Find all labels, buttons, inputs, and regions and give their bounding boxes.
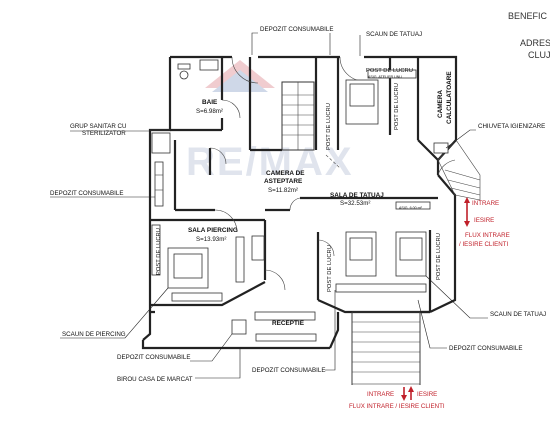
sink-icon [433, 142, 449, 154]
room-baie-area: S=6.98m² [196, 108, 223, 115]
reception-desk [254, 311, 316, 321]
arrow-bottom-down-icon [401, 387, 407, 401]
room-camera-calculatoare-2: CALCULATOARE [446, 71, 453, 124]
callout-scaun-tatuaj-top: SCAUN DE TATUAJ [359, 31, 422, 56]
stairs-bottom [351, 311, 421, 385]
callout-scaun-tatuaj-right: SCAUN DE TATUAJ [425, 275, 546, 319]
room-camera-asteptare-1: CAMERA DE [266, 170, 305, 177]
room-camera-calculatoare-1: CAMERA [437, 90, 444, 118]
post-lucru-5: POST DE LUCRU [327, 245, 333, 292]
flow-bottom-flux: FLUX INTRARE / IESIRE CLIENTI [349, 403, 445, 410]
callout-depozit-bottom-right: DEPOZIT CONSUMABILE [417, 299, 522, 352]
watermark-text: RE/MAX [186, 140, 354, 184]
flow-bottom-intrare: INTRARE [367, 391, 394, 398]
callout-depozit-left-text: DEPOZIT CONSUMABILE [50, 190, 123, 197]
callout-grup-sanitar: GRUP SANITAR CU STERILIZATOR [70, 123, 150, 137]
callout-depozit-bottom-mid-text: DEPOZIT CONSUMABILE [252, 367, 325, 374]
room-sala-piercing: SALA PIERCING [188, 227, 238, 234]
reception-chair [231, 319, 247, 335]
door-swings [209, 56, 456, 291]
flow-right-iesire: IESIRE [474, 217, 494, 224]
post-lucru-4: POST DE LUCRU [156, 228, 162, 275]
furniture-note-b: ASIG. 6.00 m² [399, 206, 423, 210]
flow-bottom-iesire: IESIRE [417, 391, 437, 398]
flow-right: INTRARE IESIRE FLUX INTRARE / IESIRE CLI… [459, 197, 510, 248]
room-baie: BAIE [202, 99, 218, 106]
room-sala-piercing-area: S=13.93m² [196, 236, 226, 243]
inner-walls [150, 57, 439, 385]
header-adres: ADRES [520, 38, 550, 48]
bench-right [251, 235, 265, 261]
callout-depozit-bottom-left-text: DEPOZIT CONSUMABILE [117, 354, 190, 361]
post-lucru-1: POST DE LUCRU [366, 68, 413, 74]
callout-scaun-piercing: SCAUN DE PIERCING [60, 287, 169, 339]
stairs-right [437, 139, 481, 201]
toilet-icon [179, 70, 189, 80]
callout-depozit-bottom-left: DEPOZIT CONSUMABILE [117, 333, 233, 362]
flow-right-flux-1: FLUX INTRARE [465, 232, 510, 239]
sterilizer-icon [151, 132, 171, 154]
room-receptie: RECEPTIE [272, 320, 305, 327]
room-camera-asteptare-area: S=11.82m² [268, 187, 298, 194]
callout-birou: BIROU CASA DE MARCAT [117, 348, 241, 383]
post-lucru-2: POST DE LUCRU [326, 103, 332, 150]
stairs-interior [282, 82, 314, 150]
flow-bottom: INTRARE IESIRE FLUX INTRARE / IESIRE CLI… [349, 386, 445, 410]
post-lucru-6: POST DE LUCRU [436, 233, 442, 280]
callout-depozit-bottom-right-text: DEPOZIT CONSUMABILE [449, 345, 522, 352]
header-benefic: BENEFIC [508, 11, 548, 21]
cabinet-left [154, 161, 164, 207]
flow-right-flux-2: / IESIRE CLIENTI [459, 241, 508, 248]
callout-scaun-tatuaj-top-text: SCAUN DE TATUAJ [366, 31, 422, 38]
watermark-logo: RE/MAX [186, 60, 354, 184]
callout-chiuveta-text: CHIUVETA IGIENIZARE [478, 123, 545, 130]
furniture [151, 59, 449, 342]
callout-depozit-top-text: DEPOZIT CONSUMABILE [260, 26, 333, 33]
room-camera-asteptare-2: ASTEPTARE [264, 178, 303, 185]
cabinet-top [367, 69, 417, 79]
callout-depozit-bottom-mid: DEPOZIT CONSUMABILE [252, 290, 336, 374]
flow-right-intrare: INTRARE [472, 200, 499, 207]
callout-grup-sanitar-2: STERILIZATOR [82, 130, 126, 137]
callout-scaun-piercing-text: SCAUN DE PIERCING [62, 331, 126, 338]
room-sala-tatuaj-area: S=32.53m² [340, 200, 370, 207]
callout-depozit-left: DEPOZIT CONSUMABILE [50, 190, 155, 198]
cabinet-tattoo-bottom [335, 283, 427, 293]
post-lucru-3: POST DE LUCRU [394, 83, 400, 130]
callout-grup-sanitar-1: GRUP SANITAR CU [70, 123, 127, 130]
room-sala-tatuaj: SALA DE TATUAJ [330, 192, 384, 199]
cabinet-tattoo [395, 201, 431, 210]
callout-scaun-tatuaj-right-text: SCAUN DE TATUAJ [490, 311, 546, 318]
callout-birou-text: BIROU CASA DE MARCAT [117, 376, 193, 383]
arrow-bottom-up-icon [408, 386, 414, 400]
arrow-right-up-icon [464, 197, 470, 212]
callout-chiuveta: CHIUVETA IGIENIZARE [445, 123, 545, 149]
furniture-note-a: ASIG. ATELIER UNU [368, 75, 402, 79]
header-cluj: CLUJ [528, 50, 550, 60]
callout-depozit-top: DEPOZIT CONSUMABILE [251, 26, 333, 55]
bench-left [235, 236, 245, 283]
arrow-right-down-icon [464, 212, 470, 227]
watermark-roof-inner-icon [212, 70, 268, 92]
